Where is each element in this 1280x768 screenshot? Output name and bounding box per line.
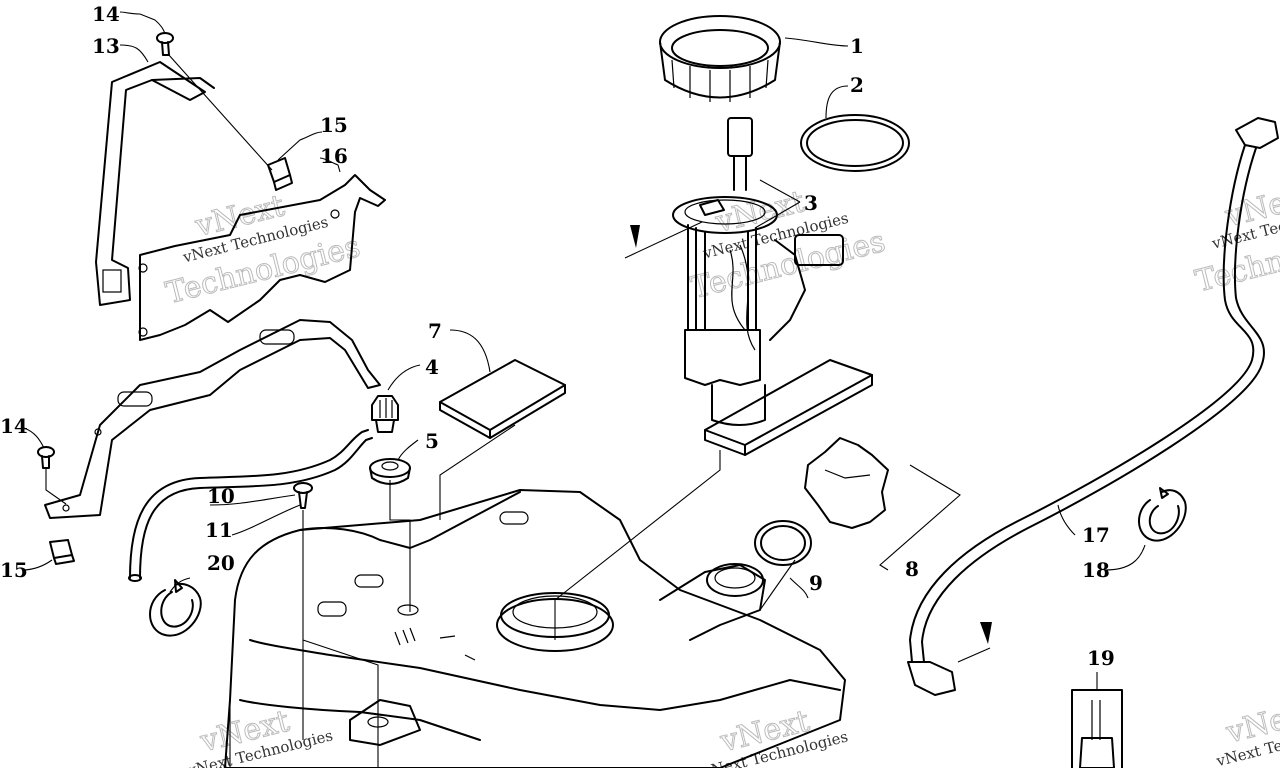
part-19-connector-kit (1071, 689, 1123, 768)
callout-7: 7 (428, 319, 442, 343)
part-15-clip-nut-bottom (49, 539, 75, 565)
part-4-vent-valve (371, 395, 399, 433)
part-7-foam-pad (439, 359, 566, 439)
callout-13: 13 (92, 34, 120, 58)
part-18-hose-clamp (1138, 487, 1187, 542)
part-14-screw-left (37, 446, 55, 469)
flow-arrow-fuel-line (957, 622, 992, 663)
lower-cradle-bracket (44, 319, 381, 519)
watermark-bottom-right: vNext Technologies vNext (1214, 694, 1280, 768)
callout-labels: 1 2 3 4 5 7 8 9 10 11 13 14 14 15 15 16 … (0, 2, 1115, 670)
callout-19: 19 (1087, 646, 1115, 670)
callout-9: 9 (809, 571, 823, 595)
callout-3: 3 (804, 191, 818, 215)
callout-18: 18 (1082, 558, 1110, 582)
leader-lines (21, 11, 1146, 768)
part-15-clip-nut-top (267, 157, 293, 191)
callout-11: 11 (205, 518, 233, 542)
part-8-filler-cap (804, 437, 889, 529)
part-20-hose-clamp (149, 579, 202, 637)
callout-2: 2 (850, 73, 864, 97)
callout-8: 8 (905, 557, 919, 581)
callout-15-top: 15 (320, 113, 348, 137)
part-10-vent-hose (128, 429, 373, 582)
watermark-top-right: vNext Technologies Technologies vNext (1192, 178, 1280, 300)
part-1-lock-ring (659, 15, 781, 102)
watermark-bottom-left: vNext Technologies vNext (185, 703, 335, 768)
callout-20: 20 (207, 551, 235, 575)
callout-14-top: 14 (92, 2, 120, 26)
callout-16: 16 (320, 144, 348, 168)
part-2-seal-ring (800, 114, 910, 172)
watermark-bottom-center: vNext Technologies vNext (700, 703, 850, 768)
callout-4: 4 (425, 355, 439, 379)
part-9-cap-seal (754, 520, 812, 566)
part-11-push-rivet (293, 482, 313, 509)
flow-arrow-pump (624, 221, 703, 259)
callout-10: 10 (207, 484, 235, 508)
callout-14-left: 14 (0, 414, 28, 438)
callout-15-bottom: 15 (0, 558, 28, 582)
callout-17: 17 (1082, 523, 1110, 547)
part-16-mount-plate (138, 174, 386, 341)
part-14-screw-top (156, 32, 174, 56)
callout-5: 5 (425, 429, 439, 453)
part-17-fuel-line (907, 117, 1279, 696)
callout-1: 1 (850, 34, 864, 58)
